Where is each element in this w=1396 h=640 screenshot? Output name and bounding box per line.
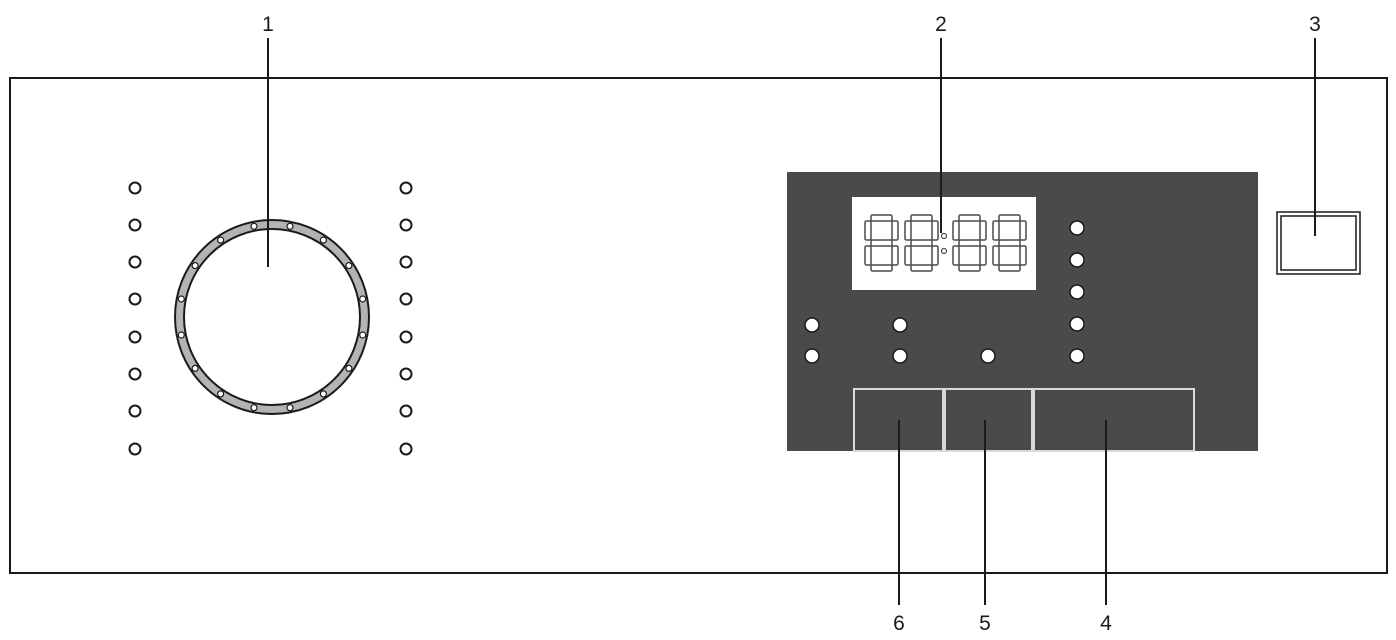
display-segment [931,220,939,241]
callout-number-4: 4 [1100,612,1112,635]
dial-notch [319,390,327,398]
display-segment [958,239,981,247]
status-indicator [804,317,820,333]
function-buttons [853,388,1195,452]
program-indicator [128,404,142,418]
dial-notch [177,295,185,303]
dial-notch [359,331,367,339]
program-indicators-left [128,181,142,456]
program-indicator [399,330,413,344]
display-segment [870,214,893,222]
program-indicator [399,181,413,195]
program-indicator [399,255,413,269]
dial-notch [177,331,185,339]
dial-notch [345,364,353,372]
program-indicator [128,367,142,381]
display-segment [904,220,912,241]
dial-notch [359,295,367,303]
display-segment [864,245,872,266]
dial-notch [286,404,294,412]
display-segment [891,220,899,241]
dial-notch [191,364,199,372]
display-segment [870,264,893,272]
display-segment [998,214,1021,222]
status-indicator [892,317,908,333]
program-indicator [128,442,142,456]
display-segment [979,220,987,241]
display-segment [1019,220,1027,241]
display-segment [870,239,893,247]
program-indicator [399,442,413,456]
status-indicator [1069,284,1085,300]
display-window [852,197,1036,290]
function-button-right[interactable] [1033,388,1195,452]
function-button-middle[interactable] [944,388,1033,452]
display-segment [910,264,933,272]
power-button[interactable] [1276,211,1361,275]
colon-dot-top [940,232,948,240]
display-segment [992,220,1000,241]
display-segment [952,245,960,266]
callout-number-5: 5 [979,612,991,635]
display-segment [931,245,939,266]
status-indicator [804,348,820,364]
status-indicator [980,348,996,364]
display-segment [992,245,1000,266]
callout-number-6: 6 [893,612,905,635]
display-segment [979,245,987,266]
display-segment [910,214,933,222]
display-segment [998,264,1021,272]
status-indicator [892,348,908,364]
dial-notch [319,236,327,244]
digital-display [852,197,1036,290]
program-selector-dial[interactable] [174,219,370,415]
program-indicator [399,292,413,306]
program-indicator [128,218,142,232]
callout-number-3: 3 [1309,13,1321,36]
program-indicator [128,181,142,195]
colon-dot-bottom [940,247,948,255]
status-indicator [1069,252,1085,268]
dial-notch [250,404,258,412]
program-indicator [128,255,142,269]
program-indicator [399,218,413,232]
display-segment [910,239,933,247]
display-segment [958,214,981,222]
display-segment [958,264,981,272]
callout-lines [267,38,1316,605]
power-button-inner [1280,215,1357,271]
dial-notch [191,262,199,270]
program-indicator [399,404,413,418]
program-indicator [128,292,142,306]
display-segment [891,245,899,266]
dial-notch [217,236,225,244]
callout-number-1: 1 [262,13,274,36]
display-segment [1019,245,1027,266]
dial-notch [217,390,225,398]
dial-notch [345,262,353,270]
dial-notch [250,222,258,230]
dial-knob[interactable] [183,228,361,406]
status-indicator [1069,348,1085,364]
display-segment [904,245,912,266]
status-indicators [804,220,1085,364]
status-indicator [1069,220,1085,236]
display-segment [998,239,1021,247]
display-segment [864,220,872,241]
program-indicator [128,330,142,344]
callout-number-2: 2 [935,13,947,36]
program-indicators-right [399,181,413,456]
program-indicator [399,367,413,381]
status-indicator [1069,316,1085,332]
display-segment [952,220,960,241]
seven-segment-digits [864,214,1027,272]
dial-notches [177,222,367,412]
dial-notch [286,222,294,230]
